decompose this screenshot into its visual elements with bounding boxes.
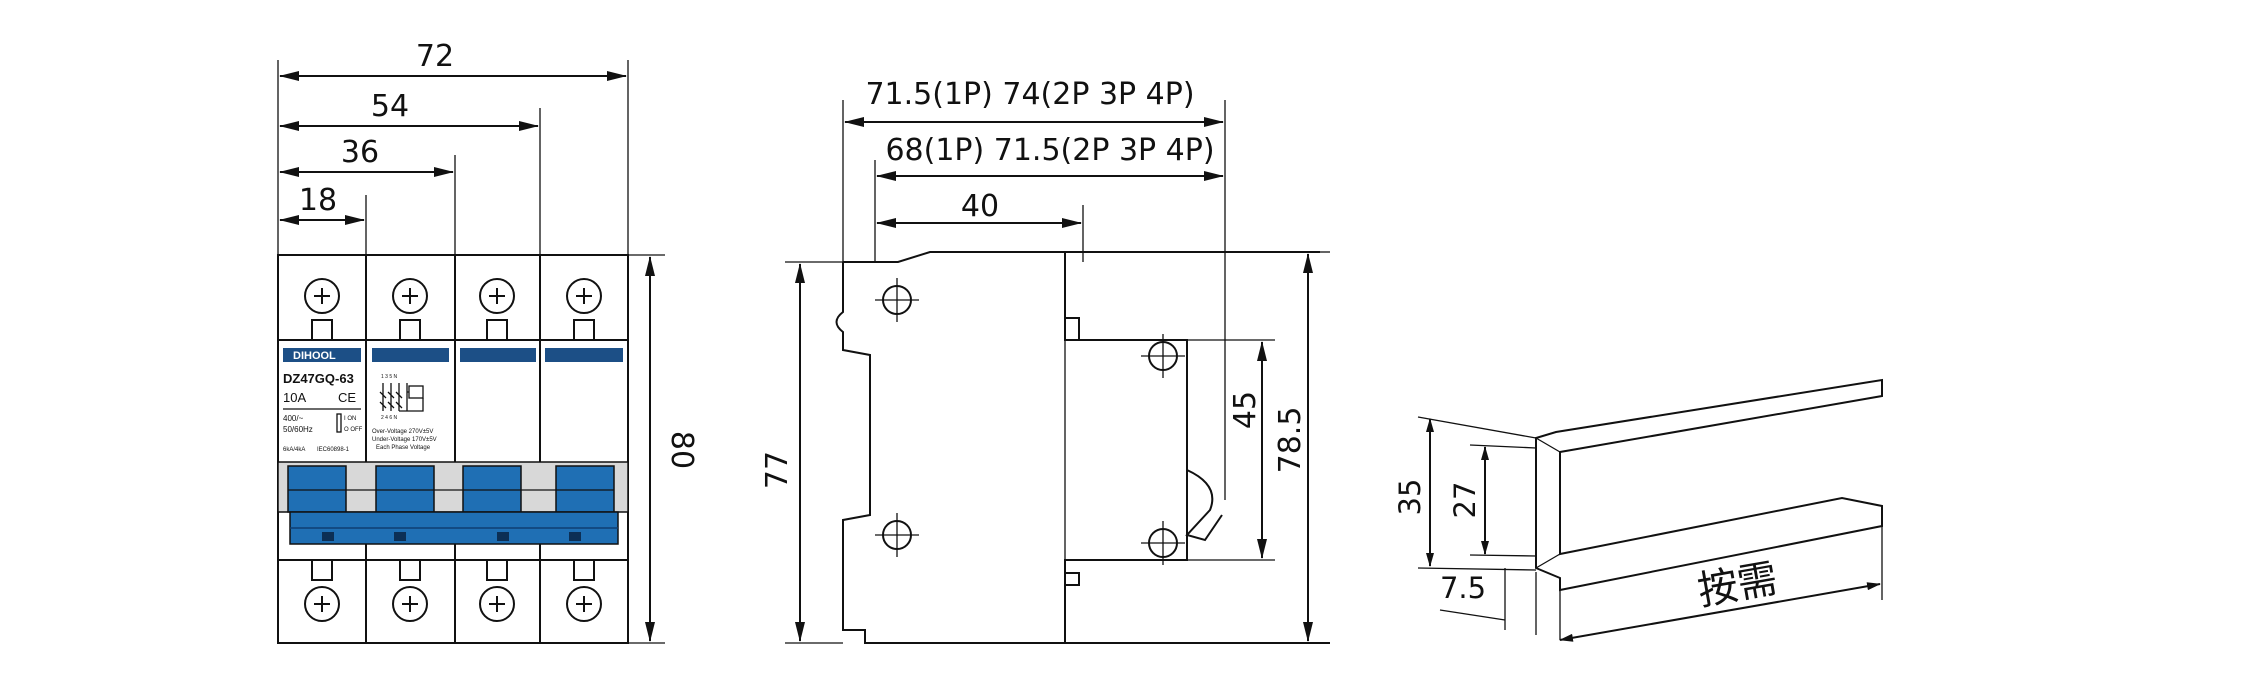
toggle-handles <box>277 461 629 545</box>
switch-on-label: I ON <box>344 416 356 422</box>
note-under-voltage: Under-Voltage 170V±5V <box>372 437 437 443</box>
terminal-screw-icon <box>479 278 515 341</box>
din-rail-profile <box>1535 378 1883 592</box>
voltage: 400/~ <box>283 414 304 423</box>
din-clip <box>1185 469 1223 542</box>
mounting-hole-icon <box>875 278 919 322</box>
pole-strip <box>545 348 623 362</box>
ce-mark: CE <box>338 390 356 405</box>
pole-strip <box>372 348 449 362</box>
mounting-hole-icon <box>1141 334 1185 378</box>
dim-rail-flange: 7.5 <box>1440 571 1486 605</box>
note-over-voltage: Over-Voltage 270V±5V <box>372 429 433 435</box>
terminal-screw-icon <box>304 559 340 622</box>
top-terminals <box>304 278 602 341</box>
toggle-lever <box>462 465 522 513</box>
model-number: DZ47GQ-63 <box>283 371 354 386</box>
side-view: 71.5(1P) 74(2P 3P 4P) 68(1P) 71.5(2P 3P … <box>760 77 1330 644</box>
pole-strip <box>460 348 536 362</box>
dim-height-77: 77 <box>760 451 795 489</box>
dim-depth-body: 68(1P) 71.5(2P 3P 4P) <box>885 133 1214 168</box>
switch-off-label: O OFF <box>344 427 363 433</box>
note-each-phase: Each Phase Voltage <box>376 445 431 451</box>
breaker-body <box>277 254 629 644</box>
dim-width-72: 72 <box>416 39 454 74</box>
terminal-screw-icon <box>392 559 428 622</box>
terminal-numbers-bottom: 2 4 6 N <box>381 415 398 421</box>
standard: IEC60898-1 <box>317 447 350 453</box>
dim-line-length <box>1559 582 1881 642</box>
dim-width-18: 18 <box>299 183 337 218</box>
dim-height-78-5: 78.5 <box>1273 407 1308 474</box>
terminal-screw-icon <box>566 559 602 622</box>
dim-rail-35: 35 <box>1393 479 1427 516</box>
mounting-hole-icon <box>1141 521 1185 565</box>
terminal-screw-icon <box>392 278 428 341</box>
pole1-print: DZ47GQ-63 10A CE 400/~ 50/60Hz I ON O OF… <box>283 371 363 453</box>
front-view: 72 54 36 18 DIHOOL <box>277 39 699 644</box>
terminal-screw-icon <box>566 278 602 341</box>
dim-height-80: 80 <box>664 431 699 469</box>
toggle-lever <box>287 465 347 513</box>
wiring-diagram-icon: 1 3 5 N 2 4 6 N <box>379 374 424 421</box>
toggle-lever <box>375 465 435 513</box>
toggle-lever <box>555 465 615 513</box>
mounting-hole-icon <box>875 513 919 557</box>
dim-depth-total: 71.5(1P) 74(2P 3P 4P) <box>865 77 1194 112</box>
brand-name: DIHOOL <box>293 350 336 362</box>
terminal-screw-icon <box>304 278 340 341</box>
dim-length-as-required: 按需 <box>1694 556 1781 615</box>
brand-strip <box>283 348 361 362</box>
terminal-numbers-top: 1 3 5 N <box>381 374 398 380</box>
dim-width-36: 36 <box>341 135 379 170</box>
dim-rail-27: 27 <box>1448 482 1482 519</box>
breaking-capacity: 6kA/4kA <box>283 447 305 453</box>
terminal-screw-icon <box>479 559 515 622</box>
din-rail-view: 35 27 7.5 按需 <box>1393 378 1883 642</box>
dim-depth-40: 40 <box>961 189 999 224</box>
dim-width-54: 54 <box>371 89 409 124</box>
dim-rail-45: 45 <box>1228 391 1263 429</box>
bottom-terminals <box>304 559 602 622</box>
frequency: 50/60Hz <box>283 425 313 434</box>
rating: 10A <box>283 390 306 405</box>
